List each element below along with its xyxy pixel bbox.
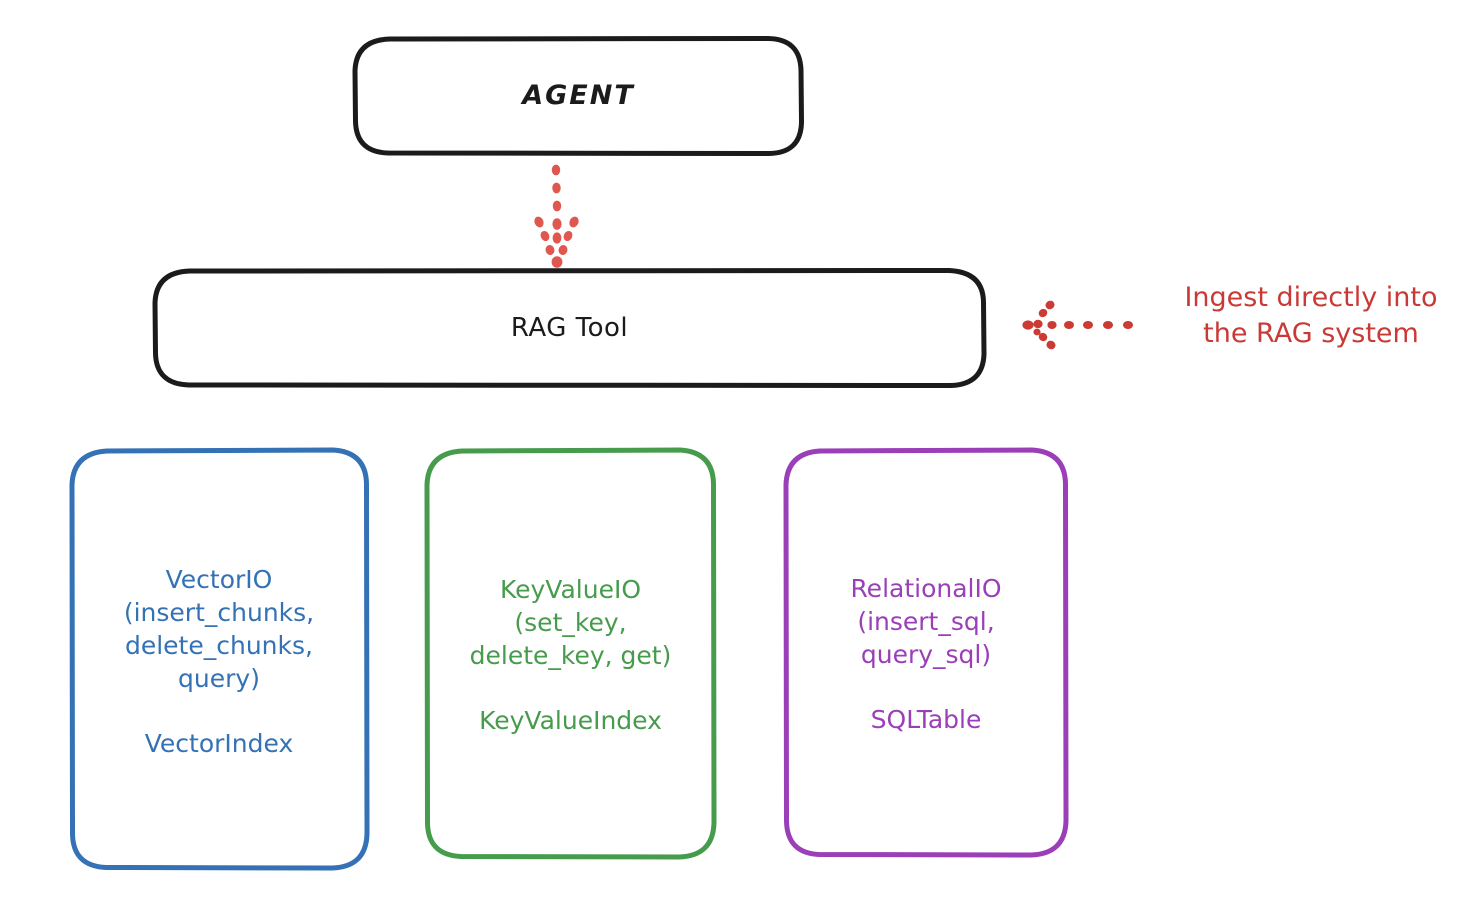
key-value-io-api-label: KeyValueIO (set_key, delete_key, get) (469, 575, 672, 670)
agent-label: AGENT (522, 80, 635, 112)
agent-node[interactable]: AGENT (355, 38, 802, 155)
relational-io-type-label: SQLTable (870, 705, 982, 734)
vector-io-api-label: VectorIO (insert_chunks, delete_chunks, … (123, 564, 315, 693)
relational-io-node[interactable]: RelationalIO (insert_sql, query_sql) SQL… (786, 450, 1066, 856)
agent-to-rag-connector (534, 164, 579, 268)
key-value-io-node[interactable]: KeyValueIO (set_key, delete_key, get) Ke… (427, 450, 714, 858)
key-value-io-type-label: KeyValueIndex (479, 706, 662, 735)
ingest-arrow (1022, 300, 1133, 350)
vector-io-node[interactable]: VectorIO (insert_chunks, delete_chunks, … (71, 450, 367, 870)
relational-io-api-label: RelationalIO (insert_sql, query_sql) (850, 574, 1002, 669)
ingest-annotation-label: Ingest directly into the RAG system (1184, 282, 1438, 349)
rag-tool-label: RAG Tool (510, 312, 629, 343)
rag-tool-node[interactable]: RAG Tool (155, 270, 984, 387)
vector-io-type-label: VectorIndex (144, 728, 294, 758)
